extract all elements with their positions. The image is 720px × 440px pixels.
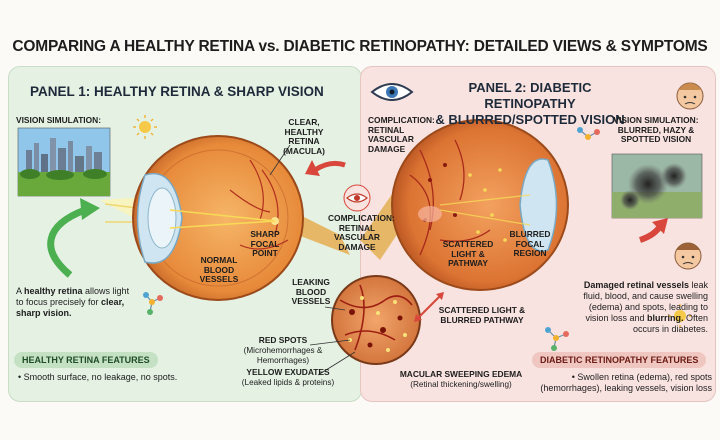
yellow-exudates-sub: (Leaked lipids & proteins) — [241, 378, 335, 387]
city-vision-image — [17, 127, 111, 197]
blurred-focal-label: BLURRED FOCAL REGION — [509, 229, 551, 258]
molecule-icon-right — [545, 327, 569, 351]
scattered-label: SCATTERED LIGHT & PATHWAY — [442, 239, 494, 268]
panel1-heading: PANEL 1: HEALTHY RETINA & SHARP VISION — [30, 84, 324, 99]
yellow-exudates-label: YELLOW EXUDATES — [246, 367, 330, 377]
complication-top-label: COMPLICATION: RETINAL VASCULAR DAMAGE — [368, 115, 435, 154]
worried-face-icon — [676, 82, 704, 110]
desc-bold: Damaged retinal vessels — [583, 280, 689, 290]
leaking-vessels-label: LEAKING BLOOD VESSELS — [291, 277, 331, 306]
panel2-vision-label: VISION SIMULATION: BLURRED, HAZY & SPOTT… — [613, 115, 699, 144]
healthy-features-text: • Smooth surface, no leakage, no spots. — [18, 372, 178, 382]
red-spots-sub: (Microhemorrhages & Hemorrhages) — [243, 346, 323, 365]
molecule-icon-top — [577, 127, 600, 140]
retina-zoom-circle — [331, 275, 421, 365]
panel2-heading-line2: & BLURRED/SPOTTED VISION — [435, 112, 625, 127]
panel2-description: Damaged retinal vessels leak fluid, bloo… — [578, 280, 708, 335]
molecule-icon-left — [143, 292, 163, 315]
normal-vessels-label: NORMAL BLOOD VESSELS — [199, 255, 239, 284]
edema-label: MACULAR SWEEPING EDEMA — [399, 369, 523, 379]
healthy-features-badge: HEALTHY RETINA FEATURES — [14, 352, 158, 368]
edema-sub: (Retinal thickening/swelling) — [410, 380, 512, 389]
concerned-face-icon — [674, 242, 702, 270]
desc-text: A — [16, 286, 25, 296]
scattered-blurred-label: SCATTERED LIGHT & BLURRED PATHWAY — [438, 305, 526, 325]
desc-bold: blurring. — [646, 313, 684, 323]
healthy-eye — [132, 135, 350, 301]
eye-icon — [370, 83, 414, 101]
desc-bold: healthy retina — [24, 286, 83, 296]
panel2-heading: PANEL 2: DIABETIC RETINOPATHY & BLURRED/… — [424, 80, 636, 128]
panel2-heading-line1: PANEL 2: DIABETIC RETINOPATHY — [468, 80, 592, 111]
blurred-vision-image — [611, 153, 703, 219]
sun-icon — [133, 115, 157, 139]
red-eye-icon — [343, 184, 371, 212]
desc-bold: clear, sharp vision. — [16, 297, 125, 318]
diseased-eye — [360, 119, 569, 291]
page-title: COMPARING A HEALTHY RETINA vs. DIABETIC … — [12, 38, 708, 55]
desc-text: Often occurs in diabetes. — [632, 313, 708, 334]
panel1-description: A healthy retina allows light to focus p… — [16, 286, 130, 319]
center-complication-label: COMPLICATION: RETINAL VASCULAR DAMAGE — [328, 213, 395, 252]
panel1-vision-label: VISION SIMULATION: — [16, 115, 101, 125]
diabetic-features-badge: DIABETIC RETINOPATHY FEATURES — [532, 352, 707, 368]
red-spots-label: RED SPOTS — [258, 335, 308, 345]
sun-icon-right — [668, 304, 692, 328]
sharp-focal-label: SHARP FOCAL POINT — [250, 229, 280, 258]
healthy-arrow — [47, 206, 87, 278]
diabetic-features-text: • Swollen retina (edema), red spots (hem… — [540, 372, 712, 393]
clear-retina-label: CLEAR, HEALTHY RETINA (MACULA) — [283, 117, 325, 156]
desc-text: leak fluid, blood, and cause swelling (e… — [583, 280, 708, 323]
desc-text: allows light to focus precisely for — [16, 286, 130, 307]
